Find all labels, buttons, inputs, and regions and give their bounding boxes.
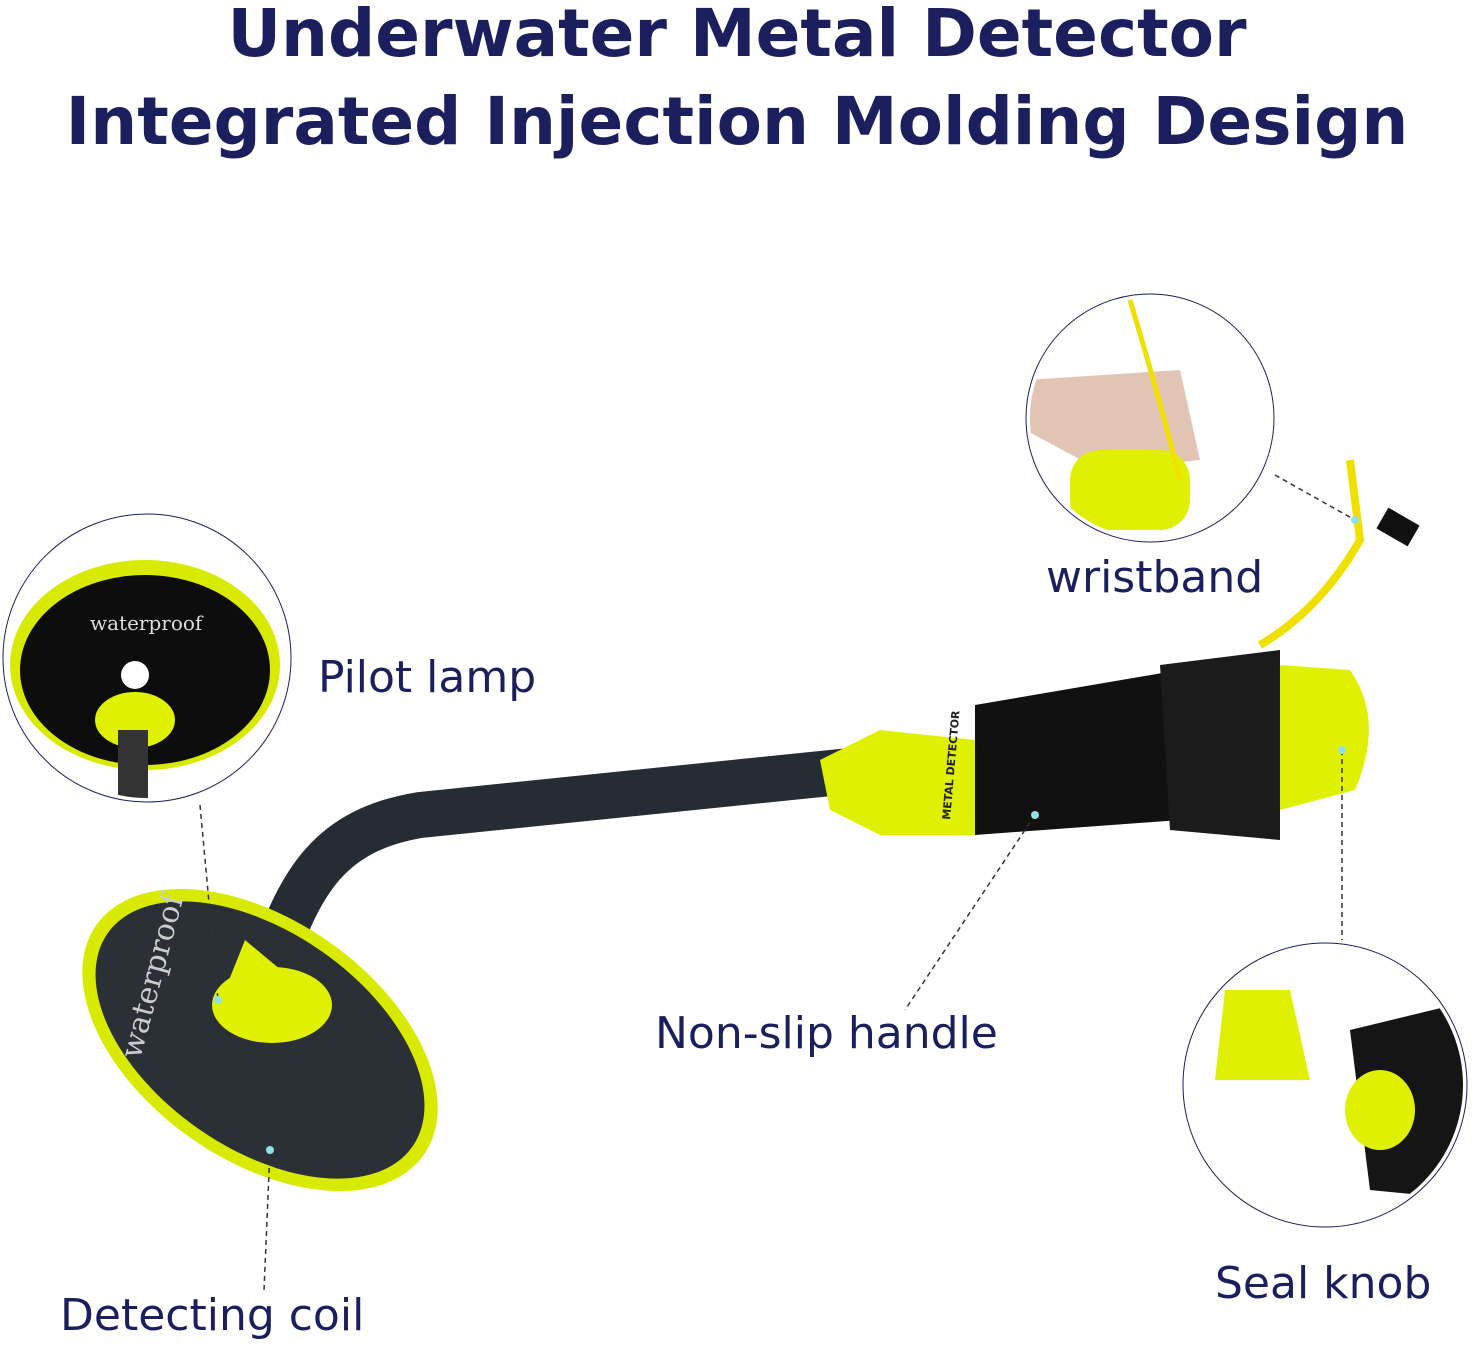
- wristband-inset: [1025, 293, 1275, 543]
- lamp-print: waterproof: [90, 611, 204, 635]
- page-title-line-1: Underwater Metal Detector: [227, 0, 1247, 72]
- seal-knob-inset: [1182, 942, 1468, 1228]
- callout-detecting-coil: Detecting coil: [60, 1290, 365, 1341]
- non-slip-handle-image: METAL DETECTOR: [820, 650, 1369, 840]
- callout-seal-knob: Seal knob: [1215, 1258, 1432, 1309]
- callout-non-slip-handle: Non-slip handle: [655, 1008, 998, 1059]
- pilot-lamp-inset: waterproof: [2, 513, 292, 803]
- callout-pilot-lamp: Pilot lamp: [318, 652, 537, 703]
- callout-leaders: [199, 474, 1356, 1291]
- callout-wristband: wristband: [1046, 552, 1264, 603]
- page-title-line-2: Integrated Injection Molding Design: [65, 83, 1409, 160]
- wristband-strap: [1257, 459, 1365, 649]
- detecting-coil-image: waterproof: [82, 888, 438, 1192]
- detector-shaft: [247, 747, 883, 993]
